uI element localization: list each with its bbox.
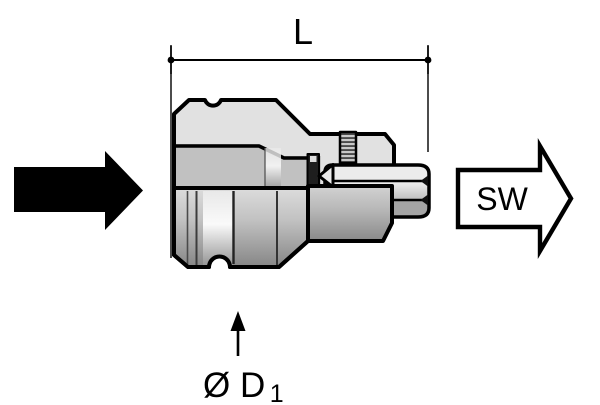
wrench-size-label: SW [476,181,528,217]
flow-direction-arrow-icon [14,151,143,230]
hex-left-cap [317,163,335,189]
bore-highlight [265,148,281,188]
hex-corner-wedge-upper [420,175,428,187]
diameter-label-prefix: Ø D [203,366,265,405]
diameter-label: Ø D 1 [203,366,284,405]
medium-cylinder [306,184,394,243]
diameter-pointer-arrow-icon [230,311,246,331]
diameter-callout: Ø D 1 [203,311,284,405]
lower-sleeve [172,186,310,269]
valve-pin [306,153,320,189]
dimension-L: L [167,11,432,258]
dimension-endpoint-dot-right [424,56,432,64]
dimension-endpoint-dot-left [167,56,175,64]
diameter-label-subscript: 1 [270,380,284,405]
inner-bore [176,144,321,189]
length-label: L [293,11,313,52]
hex-corner-wedge-lower [420,194,428,206]
coupling-body [172,98,431,269]
set-screw [338,130,358,165]
sleeve-highlight [203,191,233,265]
wrench-size-arrow-icon [455,137,574,260]
wrench-size-callout: SW [455,137,574,260]
